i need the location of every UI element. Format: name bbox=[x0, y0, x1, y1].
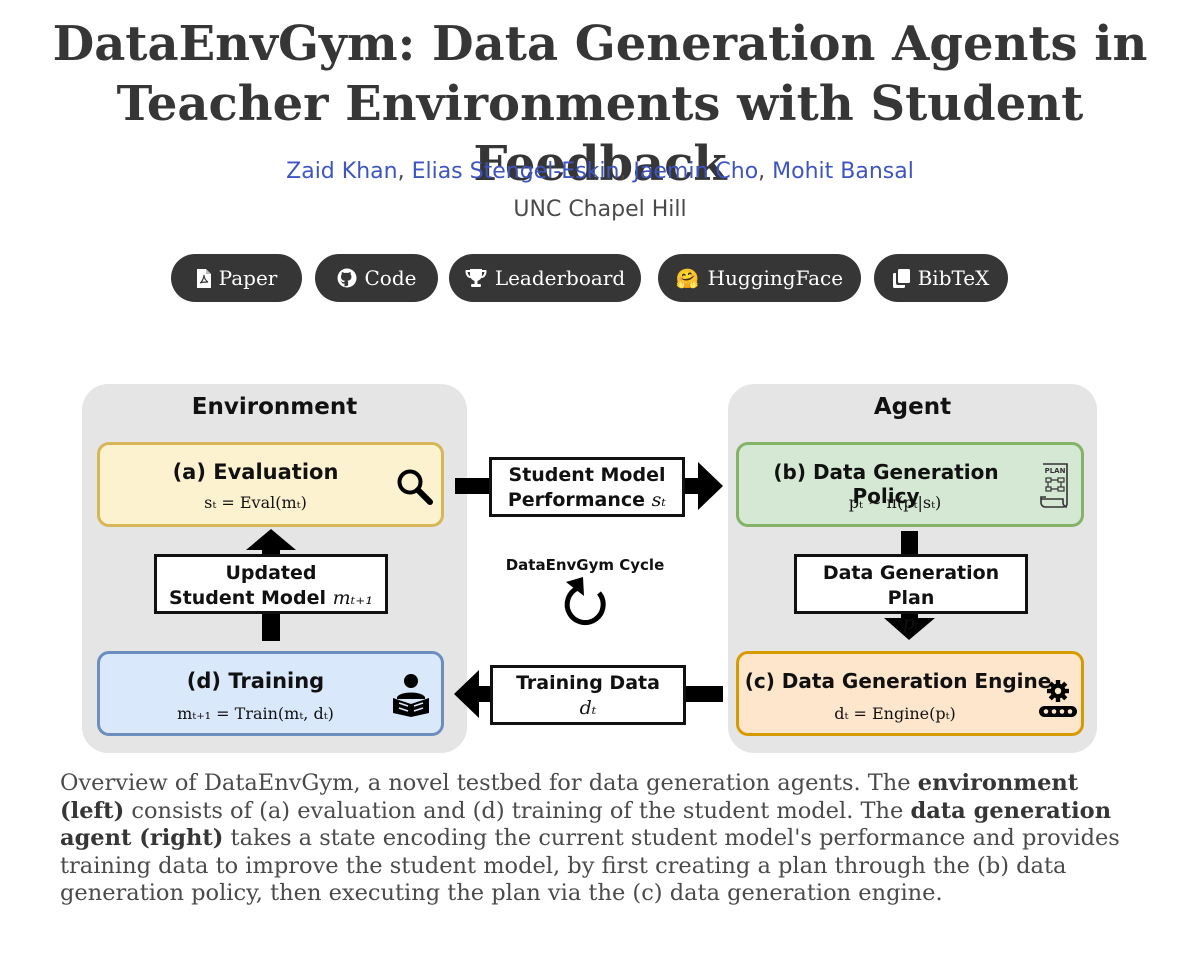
gear-conveyor-icon bbox=[1039, 680, 1077, 717]
engine-label: (c) Data Generation Engine bbox=[744, 669, 1052, 693]
page-title: DataEnvGym: Data Generation Agents in Te… bbox=[52, 16, 1148, 192]
code-button[interactable]: Code bbox=[315, 254, 438, 302]
performance-line1: Student Model bbox=[508, 464, 666, 486]
caption-text-1: Overview of DataEnvGym, a novel testbed … bbox=[60, 770, 918, 796]
updated-model-line2: Student Model bbox=[169, 587, 326, 609]
evaluation-label: (a) Evaluation bbox=[172, 460, 339, 484]
updated-model-math: mₜ₊₁ bbox=[332, 587, 373, 609]
engine-formula: dₜ = Engine(pₜ) bbox=[834, 704, 956, 723]
author-list: Zaid Khan, Elias Stengel-Eskin, Jaemin C… bbox=[0, 157, 1200, 187]
affiliation: UNC Chapel Hill bbox=[513, 197, 687, 222]
training-formula: mₜ₊₁ = Train(mₜ, dₜ) bbox=[177, 704, 334, 723]
figure-caption: Overview of DataEnvGym, a novel testbed … bbox=[60, 770, 1140, 908]
author-link-0[interactable]: Zaid Khan bbox=[286, 159, 398, 184]
author-link-3[interactable]: Mohit Bansal bbox=[772, 159, 914, 184]
training-label: (d) Training bbox=[186, 669, 325, 693]
copy-icon bbox=[892, 268, 910, 288]
author-separator: , bbox=[758, 159, 773, 184]
pdf-icon bbox=[196, 268, 211, 288]
author-link-1[interactable]: Elias Stengel-Eskin bbox=[411, 159, 620, 184]
huggingface-emoji-icon: 🤗 bbox=[675, 267, 700, 290]
trophy-icon bbox=[465, 269, 487, 287]
policy-node: (b) Data Generation Policy pₜ ∼ π(pₜ|sₜ)… bbox=[736, 442, 1084, 527]
plan-icon: PLAN bbox=[1040, 463, 1068, 508]
plan-box: Data Generation Plan pₜ bbox=[794, 554, 1028, 634]
evaluation-node: (a) Evaluation sₜ = Eval(mₜ) bbox=[97, 442, 444, 527]
performance-line2: Performance bbox=[507, 489, 646, 511]
caption-text-3: takes a state encoding the current stude… bbox=[60, 825, 1120, 906]
plan-line1: Data Generation Plan bbox=[822, 562, 1000, 609]
updated-model-line1: Updated bbox=[225, 562, 317, 584]
updated-model-box: Updated Student Model mₜ₊₁ bbox=[154, 554, 388, 614]
reader-icon bbox=[393, 674, 429, 717]
leaderboard-button-label: Leaderboard bbox=[494, 266, 626, 290]
training-data-box: Training Data dₜ bbox=[490, 665, 686, 725]
cycle-label: DataEnvGym Cycle bbox=[505, 556, 665, 574]
caption-text-2: consists of (a) evaluation and (d) train… bbox=[124, 797, 911, 824]
evaluation-formula: sₜ = Eval(mₜ) bbox=[204, 493, 307, 512]
agent-title: Agent bbox=[873, 394, 952, 420]
paper-button[interactable]: Paper bbox=[171, 254, 302, 302]
bibtex-button[interactable]: BibTeX bbox=[874, 254, 1008, 302]
training-node: (d) Training mₜ₊₁ = Train(mₜ, dₜ) bbox=[97, 651, 444, 736]
training-data-line1: Training Data bbox=[516, 672, 660, 694]
code-button-label: Code bbox=[364, 266, 417, 290]
cycle-icon bbox=[564, 577, 606, 625]
huggingface-button[interactable]: 🤗 HuggingFace bbox=[658, 254, 861, 302]
caption-bold-environment: environment (left) bbox=[60, 770, 1079, 824]
magnifier-icon bbox=[397, 469, 433, 505]
policy-formula: pₜ ∼ π(pₜ|sₜ) bbox=[848, 493, 942, 512]
huggingface-button-label: HuggingFace bbox=[707, 266, 844, 290]
author-link-2[interactable]: Jaemin Cho bbox=[633, 159, 759, 184]
github-icon bbox=[337, 268, 356, 288]
performance-box: Student Model Performance sₜ bbox=[489, 457, 685, 517]
caption-bold-agent: data generation agent (right) bbox=[60, 797, 1112, 852]
author-separator: , bbox=[397, 159, 412, 184]
plan-math: pₜ bbox=[902, 612, 920, 634]
engine-node: (c) Data Generation Engine dₜ = Engine(p… bbox=[736, 651, 1084, 736]
training-data-math: dₜ bbox=[579, 697, 597, 719]
policy-label: (b) Data Generation Policy bbox=[773, 460, 999, 508]
author-separator: , bbox=[619, 159, 634, 184]
leaderboard-button[interactable]: Leaderboard bbox=[449, 254, 641, 302]
environment-title: Environment bbox=[191, 394, 358, 420]
bibtex-button-label: BibTeX bbox=[917, 266, 990, 290]
plan-icon-text: PLAN bbox=[1045, 467, 1066, 475]
performance-math: sₜ bbox=[651, 489, 667, 511]
paper-button-label: Paper bbox=[218, 266, 278, 290]
